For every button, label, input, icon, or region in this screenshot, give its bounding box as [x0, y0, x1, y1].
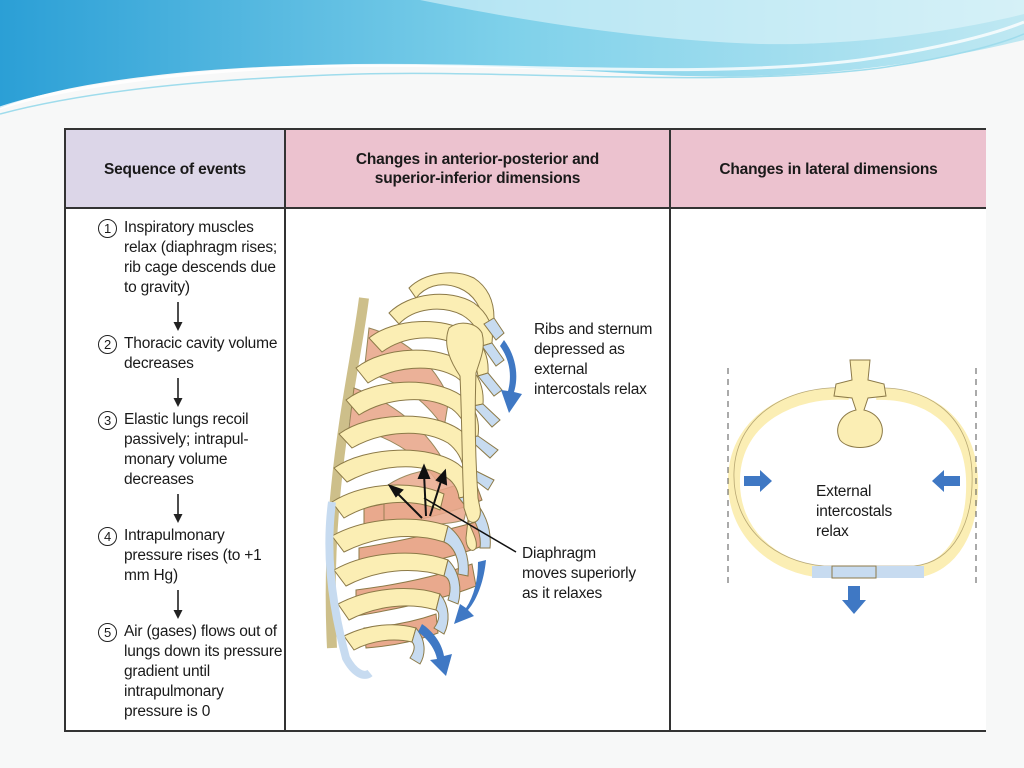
step-text: Inspiratory muscles relax (diaphragm ris… [124, 219, 278, 296]
down-arrow-icon [172, 298, 184, 334]
rib-cage-illustration [325, 272, 522, 679]
header-wave-banner [0, 0, 1024, 115]
step-4: 4 Intrapulmonary pressure rises (to +1 m… [94, 526, 284, 586]
step-3: 3 Elastic lungs recoil passively; intrap… [94, 410, 284, 490]
step-2: 2 Thoracic cavity volume decreases [94, 334, 284, 374]
blue-curved-arrows [418, 340, 522, 676]
header-sequence: Sequence of events [66, 130, 284, 208]
column-divider-left [64, 128, 66, 732]
header-divider [64, 207, 986, 209]
step-text: Intrapulmonary pressure rises (to +1 mm … [124, 527, 262, 584]
header-ap-si: Changes in anterior-posterior and superi… [286, 130, 669, 208]
table-top-border [64, 128, 986, 130]
external-intercostals-label: External intercostals relax [816, 483, 892, 540]
diaphragm-label: Diaphragm moves superiorly as it relaxes [522, 545, 636, 602]
header-lateral: Changes in lateral dimensions [671, 130, 986, 208]
step-text: Elastic lungs recoil passively; intrapul… [124, 411, 249, 488]
step-number: 5 [98, 623, 117, 642]
table-bottom-border [64, 730, 986, 732]
down-arrow-icon [172, 374, 184, 410]
step-number: 4 [98, 527, 117, 546]
step-text: Air (gases) flows out of lungs down its … [124, 623, 283, 720]
diaphragm-arrows [387, 463, 517, 553]
step-number: 2 [98, 335, 117, 354]
sequence-steps: 1 Inspiratory muscles relax (diaphragm r… [94, 218, 284, 722]
step-number: 3 [98, 411, 117, 430]
ribs-sternum-label: Ribs and sternum depressed as external i… [534, 321, 653, 398]
column-divider-2 [669, 128, 671, 732]
step-5: 5 Air (gases) flows out of lungs down it… [94, 622, 284, 722]
step-1: 1 Inspiratory muscles relax (diaphragm r… [94, 218, 284, 298]
rib-cage-side-view [325, 272, 505, 679]
down-arrow-icon [172, 490, 184, 526]
expiration-figure: Sequence of events Changes in anterior-p… [64, 128, 986, 732]
column-divider-1 [284, 128, 286, 732]
step-text: Thoracic cavity volume decreases [124, 335, 278, 372]
step-number: 1 [98, 219, 117, 238]
down-arrow-icon [172, 586, 184, 622]
